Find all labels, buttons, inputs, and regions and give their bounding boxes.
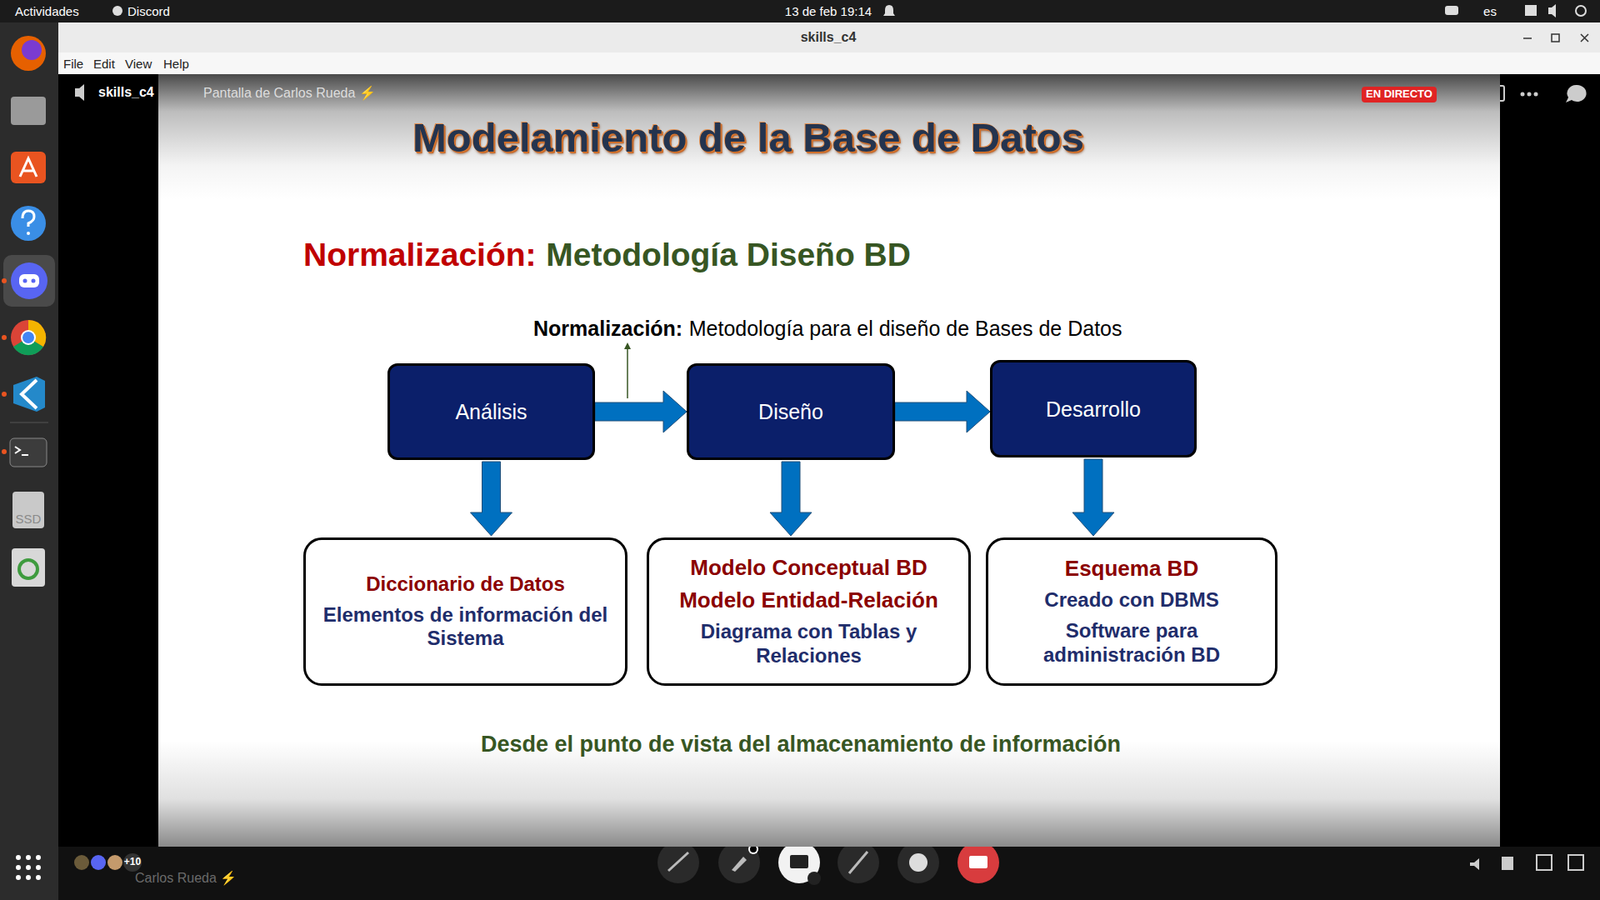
disconnect-button xyxy=(957,841,1000,884)
close-button xyxy=(1580,34,1589,42)
window-titlebar xyxy=(58,22,1600,53)
subtitle: Metodología Diseño BD xyxy=(545,236,911,273)
avatar xyxy=(74,855,90,870)
dock xyxy=(0,22,59,900)
clock: 13 de feb 19:14 xyxy=(785,4,872,19)
activity-button xyxy=(718,841,760,884)
node-heading: Modelo Conceptual BD xyxy=(690,555,928,581)
volume-icon xyxy=(1548,4,1556,18)
subtitle: Normalización: xyxy=(303,236,537,273)
power-icon xyxy=(1575,5,1586,16)
bell-icon xyxy=(883,5,895,16)
chat-icon xyxy=(1565,85,1587,103)
fullscreen-icon xyxy=(1568,855,1584,870)
pin-icon xyxy=(1501,856,1514,870)
avatar-count xyxy=(123,853,142,872)
running-dot xyxy=(1,278,7,284)
discord-icon xyxy=(112,5,123,16)
presenter-name: Carlos Rueda ⚡ xyxy=(135,870,237,886)
node-heading: Diccionario de Datos xyxy=(365,572,565,597)
discord-tray-icon xyxy=(1445,5,1459,15)
channel-name: skills_c4 xyxy=(98,85,155,100)
definition: Metodología para el diseño de Bases de D… xyxy=(689,316,1123,340)
participant-count: +10 xyxy=(124,856,141,869)
node-text: Modelo Entidad-Relación xyxy=(679,587,939,614)
discord-dock-icon xyxy=(10,262,48,300)
slide-background xyxy=(158,74,1500,847)
slide-caption: Desde el punto de vista del almacenamien… xyxy=(480,731,1121,758)
help-icon xyxy=(26,231,30,235)
process-box: Desarrollo xyxy=(990,360,1197,458)
discord-dock-icon xyxy=(19,274,40,288)
drive-icon xyxy=(12,491,45,529)
avatar xyxy=(107,855,123,870)
node-heading: Desarrollo xyxy=(1045,396,1141,422)
node-text: Creado con DBMS xyxy=(1044,588,1219,613)
detail-box: Modelo Conceptual BD Modelo Entidad-Relac… xyxy=(646,537,971,686)
definition: Normalización: xyxy=(533,316,683,340)
maximize-button xyxy=(1551,34,1560,42)
top-bar xyxy=(0,0,1600,23)
keyboard-layout: es xyxy=(1483,4,1497,19)
live-badge: EN DIRECTO xyxy=(1361,86,1437,103)
node-heading: Diseño xyxy=(758,399,824,425)
node-text: Elementos de información del Sistema xyxy=(314,603,617,652)
flow-arrow xyxy=(595,390,687,433)
software-icon xyxy=(10,151,46,184)
menu-item: File xyxy=(63,56,84,71)
speaker-icon xyxy=(75,84,85,101)
process-box: Análisis xyxy=(387,363,595,460)
node-heading: Análisis xyxy=(455,399,527,425)
firefox-icon xyxy=(21,40,42,60)
leader-head xyxy=(624,342,631,350)
detail-box: Esquema BD Creado con DBMS Software para a… xyxy=(985,537,1278,686)
help-icon xyxy=(22,210,35,227)
menu-item: Edit xyxy=(93,56,115,71)
call-controls-bar xyxy=(58,846,1600,900)
mic-button xyxy=(837,841,880,884)
subtitle-row: Normalización:Metodología Diseño BD xyxy=(303,236,911,275)
leader-line xyxy=(626,348,629,399)
flow-arrow xyxy=(770,461,812,536)
volume-icon xyxy=(1470,858,1480,870)
slide-title: Modelamiento de la Base de Datos xyxy=(412,114,1085,161)
network-icon xyxy=(1525,5,1537,16)
files-icon xyxy=(10,96,46,125)
menu-item: Help xyxy=(163,56,190,71)
minimize-button xyxy=(1523,37,1532,40)
node-text: Software para administración BD xyxy=(996,619,1267,668)
terminal-icon xyxy=(10,438,47,467)
trash-icon xyxy=(19,560,38,579)
top-bar-text: Actividades xyxy=(15,4,80,19)
software-icon xyxy=(20,158,37,177)
emoji-button xyxy=(897,841,940,884)
detail-box: Diccionario de DatosElementos de informa… xyxy=(303,537,628,686)
chrome-icon xyxy=(10,320,46,355)
window-title: skills_c4 xyxy=(800,30,857,45)
definition-row: Normalización:Metodología para el diseño… xyxy=(533,316,1123,341)
avatar xyxy=(90,855,106,870)
drive-label: SSD xyxy=(15,511,42,526)
dock-separator xyxy=(10,422,49,424)
flow-arrow xyxy=(1072,459,1115,536)
stream-owner: Pantalla de Carlos Rueda ⚡ xyxy=(203,85,376,101)
node-heading: Esquema BD xyxy=(1065,555,1199,582)
fullscreen-icon xyxy=(1536,855,1552,870)
vscode-icon xyxy=(13,376,45,412)
flow-arrow xyxy=(470,461,513,536)
node-text: Diagrama con Tablas y Relaciones xyxy=(657,620,960,669)
app-name: Discord xyxy=(127,4,170,19)
help-icon xyxy=(10,205,46,241)
apps-grid xyxy=(15,855,41,880)
menu-bar xyxy=(58,52,1600,75)
flow-arrow xyxy=(895,390,990,433)
process-box: Diseño xyxy=(686,363,895,460)
firefox-icon xyxy=(10,35,46,71)
trash-icon xyxy=(11,548,45,587)
dock-active xyxy=(3,255,55,307)
camera-button xyxy=(657,841,700,884)
menu-item: View xyxy=(125,56,152,71)
